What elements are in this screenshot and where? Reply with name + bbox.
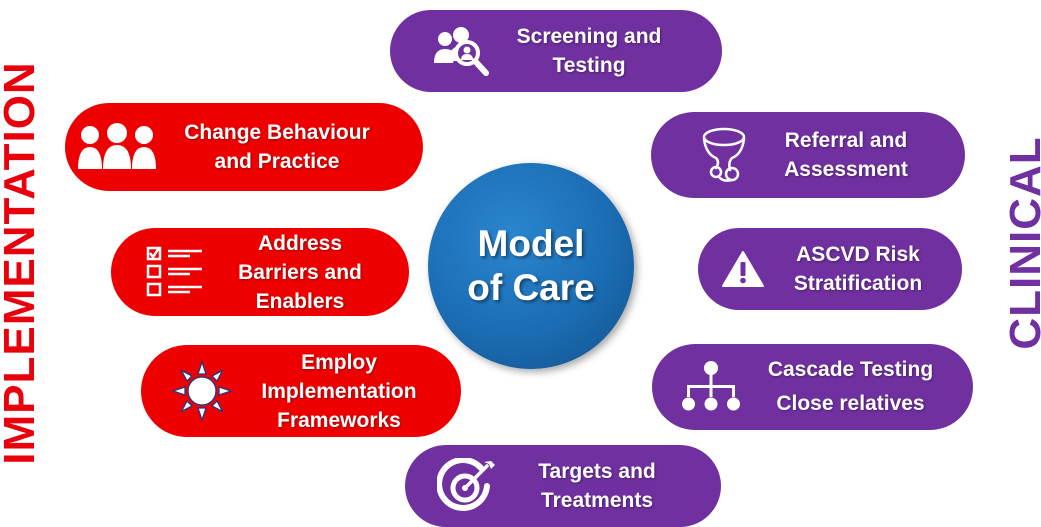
pill-targets-treatments: Targets and Treatments <box>405 445 721 527</box>
sun-framework-icon <box>167 360 237 422</box>
pill-change-behaviour: Change Behaviour and Practice <box>65 103 423 191</box>
pill-address-barriers-label: Address Barriers and Enablers <box>238 231 362 313</box>
pill-cascade-testing-label: Cascade Testing Close relatives <box>767 358 934 415</box>
checklist-icon <box>141 244 211 300</box>
warning-icon <box>718 249 768 289</box>
center-title: Model of Care <box>467 223 595 308</box>
pill-screening-testing-label: Screening and Testing <box>516 25 662 77</box>
target-icon <box>433 458 503 514</box>
people-group-icon <box>73 121 161 173</box>
pill-address-barriers: Address Barriers and Enablers <box>111 228 409 316</box>
model-of-care-circle: Model of Care <box>428 163 634 369</box>
pill-referral-assessment: Referral and Assessment <box>651 112 965 198</box>
pill-ascvd-risk-label: ASCVD Risk Stratification <box>793 243 923 295</box>
pill-screening-testing: Screening and Testing <box>390 10 722 92</box>
stethoscope-icon <box>691 124 761 186</box>
people-search-icon <box>428 23 496 79</box>
implementation-side-label: IMPLEMENTATION <box>0 61 44 465</box>
pill-referral-assessment-label: Referral and Assessment <box>784 129 908 181</box>
hierarchy-icon <box>676 359 746 415</box>
pill-ascvd-risk: ASCVD Risk Stratification <box>698 228 962 310</box>
pill-employ-frameworks-label: Employ Implementation Frameworks <box>261 350 417 432</box>
pill-targets-treatments-label: Targets and Treatments <box>538 460 656 512</box>
clinical-side-label: CLINICAL <box>1001 136 1041 350</box>
pill-change-behaviour-label: Change Behaviour and Practice <box>184 121 370 173</box>
pill-employ-frameworks: Employ Implementation Frameworks <box>141 345 461 437</box>
pill-cascade-testing: Cascade Testing Close relatives <box>652 344 973 430</box>
